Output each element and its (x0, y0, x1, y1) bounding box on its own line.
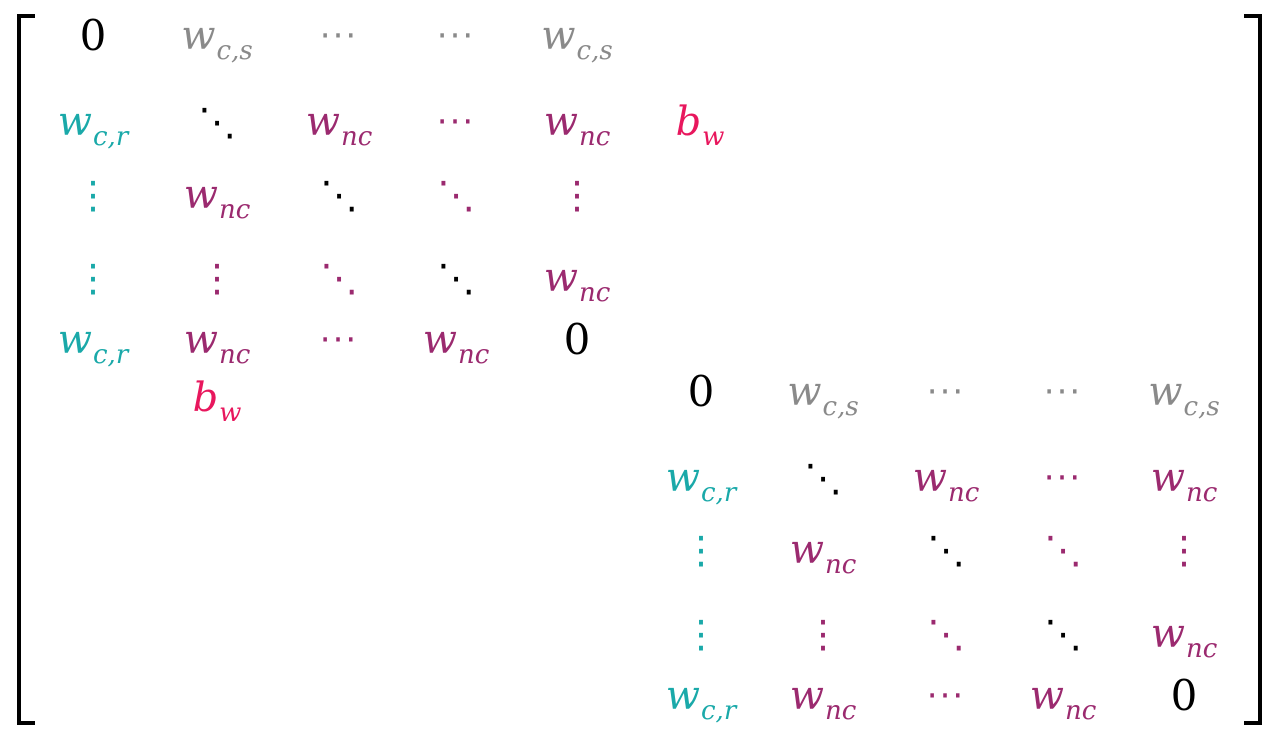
entry-subscript: c,r (92, 340, 129, 370)
entry-subscript: c,s (822, 392, 859, 422)
diagonal-dots: ⋱ (437, 173, 475, 217)
matrix-entry: wnc (912, 455, 980, 506)
matrix-entry: wnc (183, 172, 251, 223)
matrix-entry: wnc (183, 317, 251, 368)
horizontal-dots: ··· (436, 16, 476, 56)
entry-subscript: nc (578, 122, 611, 152)
entry-subscript: c,s (1183, 392, 1220, 422)
horizontal-dots: ··· (319, 16, 359, 56)
matrix-entry: wnc (789, 673, 857, 724)
vertical-dots: ⋮ (198, 256, 236, 300)
entry-subscript: nc (218, 340, 251, 370)
matrix-entry: wc,r (57, 99, 129, 150)
entry-subscript: nc (218, 195, 251, 225)
diagonal-dots: ⋱ (1044, 612, 1082, 656)
vertical-dots: ⋮ (558, 173, 596, 217)
entry-subscript: nc (1064, 696, 1097, 726)
matrix-entry: wnc (1150, 455, 1218, 506)
matrix-entry: wc,r (57, 317, 129, 368)
horizontal-dots: ··· (926, 372, 966, 412)
entry-subscript: w (702, 122, 725, 152)
entry-symbol: w (1148, 369, 1183, 415)
vertical-dots: ⋮ (1165, 528, 1203, 572)
entry-subscript: c,s (216, 36, 253, 66)
entry-symbol: w (183, 317, 218, 363)
zero-entry: 0 (563, 315, 591, 364)
entry-symbol: w (183, 172, 218, 218)
entry-symbol: w (57, 317, 92, 363)
entry-subscript: nc (1185, 478, 1218, 508)
matrix-entry: wc,s (1148, 369, 1219, 420)
matrix-entry: wnc (543, 255, 611, 306)
matrix-entry: wc,s (181, 13, 252, 64)
entry-subscript: nc (340, 122, 373, 152)
matrix-entry: bw (192, 375, 242, 426)
entry-symbol: b (192, 375, 219, 421)
vertical-dots: ⋮ (682, 612, 720, 656)
diagonal-dots: ⋱ (437, 256, 475, 300)
left-bracket (17, 14, 35, 725)
entry-subscript: w (219, 398, 242, 428)
right-bracket (1244, 14, 1262, 725)
entry-subscript: c,r (700, 478, 737, 508)
entry-symbol: w (789, 527, 824, 573)
diagonal-dots: ⋱ (804, 456, 842, 500)
horizontal-dots: ··· (1043, 458, 1083, 498)
entry-symbol: w (422, 317, 457, 363)
entry-symbol: b (675, 99, 702, 145)
entry-subscript: nc (578, 278, 611, 308)
vertical-dots: ⋮ (804, 612, 842, 656)
entry-symbol: w (57, 99, 92, 145)
entry-subscript: c,s (576, 36, 613, 66)
matrix-entry: wnc (1150, 611, 1218, 662)
entry-subscript: nc (824, 696, 857, 726)
vertical-dots: ⋮ (682, 528, 720, 572)
diagonal-dots: ⋱ (927, 528, 965, 572)
horizontal-dots: ··· (319, 320, 359, 360)
zero-entry: 0 (687, 367, 715, 416)
entry-subscript: nc (947, 478, 980, 508)
horizontal-dots: ··· (926, 676, 966, 716)
horizontal-dots: ··· (1043, 372, 1083, 412)
entry-symbol: w (789, 673, 824, 719)
entry-subscript: c,r (92, 122, 129, 152)
entry-symbol: w (1150, 611, 1185, 657)
vertical-dots: ⋮ (74, 173, 112, 217)
vertical-dots: ⋮ (74, 256, 112, 300)
entry-symbol: w (1029, 673, 1064, 719)
entry-symbol: w (541, 13, 576, 59)
matrix-entry: wnc (789, 527, 857, 578)
entry-symbol: w (543, 255, 578, 301)
matrix-entry: bw (675, 99, 725, 150)
diagonal-dots: ⋱ (198, 100, 236, 144)
matrix-entry: wc,s (541, 13, 612, 64)
entry-symbol: w (665, 673, 700, 719)
diagonal-dots: ⋱ (1044, 528, 1082, 572)
zero-entry: 0 (79, 11, 107, 60)
matrix-entry: wnc (422, 317, 490, 368)
entry-symbol: w (912, 455, 947, 501)
diagonal-dots: ⋱ (320, 173, 358, 217)
matrix-entry: wc,r (665, 455, 737, 506)
matrix-entry: wnc (1029, 673, 1097, 724)
diagonal-dots: ⋱ (320, 256, 358, 300)
entry-symbol: w (665, 455, 700, 501)
entry-symbol: w (787, 369, 822, 415)
entry-symbol: w (305, 99, 340, 145)
matrix-entry: wc,r (665, 673, 737, 724)
entry-symbol: w (543, 99, 578, 145)
matrix-entry: wnc (543, 99, 611, 150)
diagonal-dots: ⋱ (927, 612, 965, 656)
entry-symbol: w (1150, 455, 1185, 501)
entry-subscript: nc (824, 550, 857, 580)
entry-subscript: nc (1185, 634, 1218, 664)
horizontal-dots: ··· (436, 102, 476, 142)
entry-subscript: c,r (700, 696, 737, 726)
matrix-entry: wc,s (787, 369, 858, 420)
entry-subscript: nc (457, 340, 490, 370)
matrix-entry: wnc (305, 99, 373, 150)
zero-entry: 0 (1170, 671, 1198, 720)
entry-symbol: w (181, 13, 216, 59)
